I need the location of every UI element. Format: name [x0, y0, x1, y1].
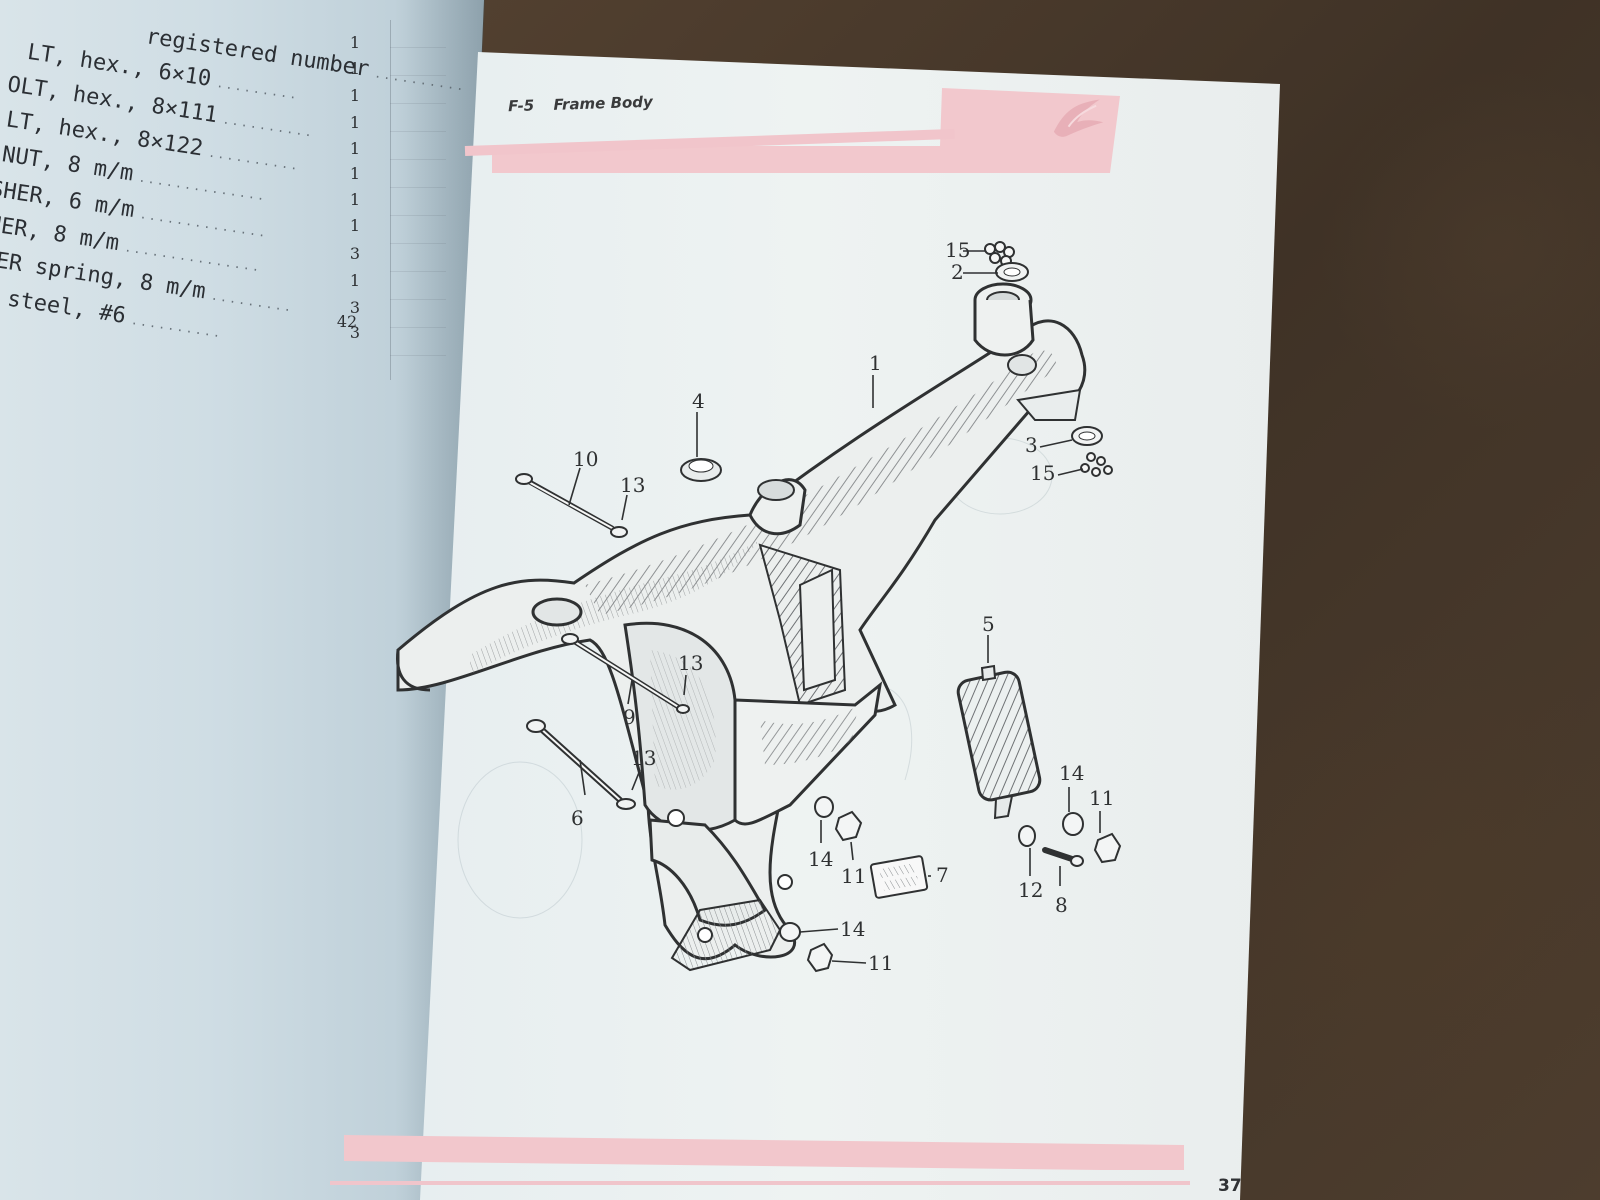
- quantity: 3: [349, 298, 361, 317]
- callout-label: 14: [1059, 761, 1084, 785]
- quantity: 1: [349, 190, 361, 209]
- quantity: 3: [349, 323, 361, 342]
- callout-label: 11: [841, 864, 866, 888]
- small-bolt-8: [1042, 847, 1084, 867]
- reflector: [956, 664, 1042, 820]
- quantity: 1: [349, 216, 361, 235]
- callout-label: 1: [869, 351, 882, 375]
- left-page: registered number.......... LT, hex., 6×…: [0, 0, 484, 1200]
- callout-label: 12: [1018, 878, 1043, 902]
- callout-label: 5: [982, 612, 995, 636]
- callout-label: 13: [620, 473, 645, 497]
- callout-label: 15: [945, 238, 970, 262]
- ruled-column: [390, 20, 446, 380]
- callout-label: 8: [1055, 893, 1068, 917]
- grommet: [680, 458, 722, 482]
- hardware-parts: [515, 241, 1122, 973]
- callout-label: 7: [936, 863, 949, 887]
- quantity: 1: [349, 59, 361, 78]
- callout-label: 14: [840, 917, 865, 941]
- wing-logo-icon: [1053, 99, 1104, 137]
- quantity: 42: [336, 312, 358, 331]
- callout-label: 4: [692, 389, 705, 413]
- bolt-10: [515, 473, 628, 538]
- quantity: 3: [349, 244, 361, 263]
- quantity: 1: [349, 86, 361, 105]
- registration-plate: [869, 855, 929, 899]
- callout-label: 13: [678, 651, 703, 675]
- callout-label: 11: [1089, 786, 1114, 810]
- quantity-column: 1 1 1 1 1 1 1 1 3 1 3 3 42: [337, 25, 380, 345]
- callout-label: 3: [1025, 433, 1038, 457]
- quantity: 1: [349, 164, 361, 183]
- callout-label: 15: [1030, 461, 1055, 485]
- steel-ball-set-bottom: [1080, 452, 1113, 477]
- washers-and-nuts: [779, 796, 1122, 973]
- callout-labels: 15 2 1 4 3 15 10 13 13 9 13 6 5 14 11 14…: [571, 238, 1114, 975]
- bearing-race-top: [995, 262, 1029, 282]
- page-number: 37: [1218, 1176, 1242, 1196]
- quantity: 1: [349, 33, 361, 52]
- callout-label: 9: [623, 705, 636, 729]
- callout-label: 6: [571, 806, 584, 830]
- quantity: 1: [349, 271, 361, 290]
- bearing-race-bottom: [1071, 426, 1103, 446]
- steel-ball-set-top: [984, 241, 1015, 267]
- frame-body-part: [395, 282, 1087, 972]
- callout-label: 10: [573, 447, 598, 471]
- callout-label: 14: [808, 847, 833, 871]
- quantity: 1: [349, 139, 361, 158]
- callout-label: 11: [868, 951, 893, 975]
- quantity: 1: [349, 113, 361, 132]
- callout-label: 2: [951, 260, 964, 284]
- callout-lines: [568, 250, 1101, 964]
- bolt-9: [561, 633, 690, 714]
- callout-label: 13: [631, 746, 656, 770]
- footer-rule: [330, 1181, 1190, 1185]
